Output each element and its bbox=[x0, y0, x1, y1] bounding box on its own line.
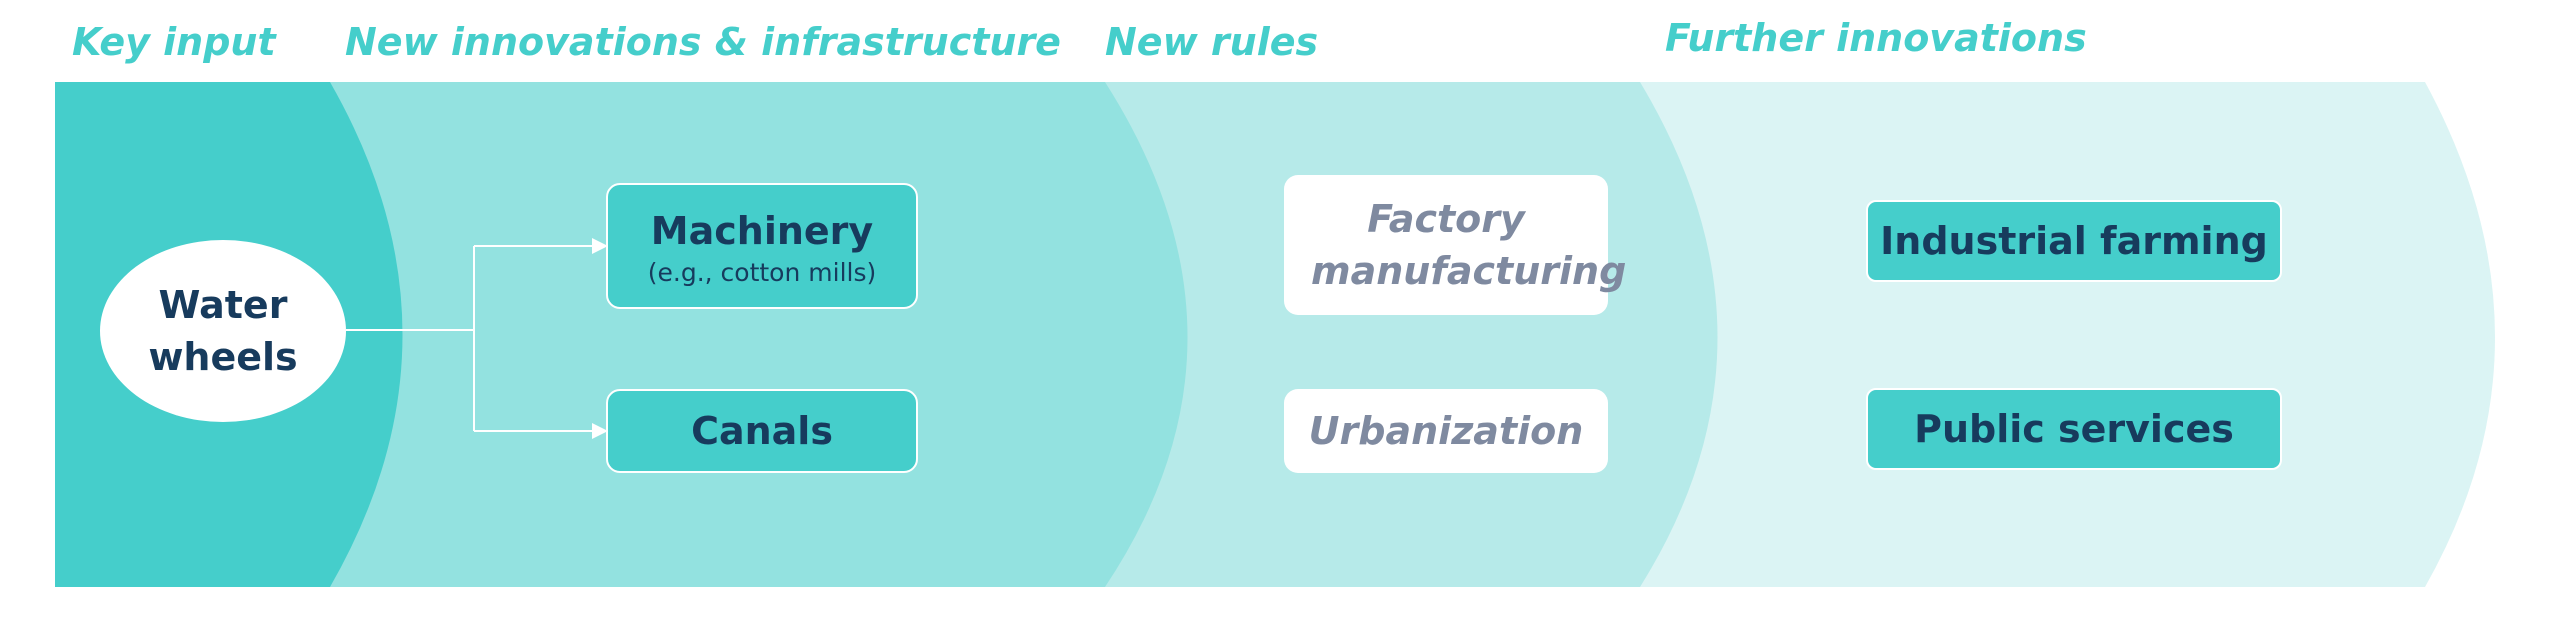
node-factory-manufacturing: Factory manufacturing bbox=[1284, 175, 1627, 315]
node-industrial-farming: Industrial farming bbox=[1866, 200, 2282, 282]
node-canals: Canals bbox=[606, 389, 918, 473]
node-public-services: Public services bbox=[1866, 388, 2282, 470]
band-new-rules bbox=[1105, 82, 1718, 587]
header-new-rules: New rules bbox=[1105, 20, 1319, 64]
node-urbanization: Urbanization bbox=[1284, 389, 1608, 473]
node-water-wheels: Water wheels bbox=[100, 240, 346, 422]
node-public-services-label: Public services bbox=[1914, 407, 2234, 451]
node-machinery: Machinery (e.g., cotton mills) bbox=[606, 183, 918, 309]
connector-lines bbox=[346, 245, 596, 432]
band-further-innovations bbox=[1640, 82, 2495, 587]
arrowhead-machinery bbox=[592, 238, 608, 254]
node-machinery-label: Machinery bbox=[650, 208, 874, 253]
band-new-innovations bbox=[330, 82, 1188, 587]
node-industrial-farming-label: Industrial farming bbox=[1880, 219, 2268, 263]
arrowhead-canals bbox=[592, 423, 608, 439]
header-new-innovations: New innovations & infrastructure bbox=[345, 20, 1061, 64]
node-machinery-example: (e.g., cotton mills) bbox=[647, 257, 877, 287]
node-canals-label: Canals bbox=[691, 409, 833, 453]
node-urbanization-label: Urbanization bbox=[1308, 409, 1584, 453]
node-water-wheels-label: Water wheels bbox=[148, 283, 298, 379]
header-key-input: Key input bbox=[72, 20, 276, 64]
node-factory-manufacturing-label: Factory manufacturing bbox=[1311, 197, 1627, 293]
header-further-innovations: Further innovations bbox=[1665, 16, 2087, 60]
